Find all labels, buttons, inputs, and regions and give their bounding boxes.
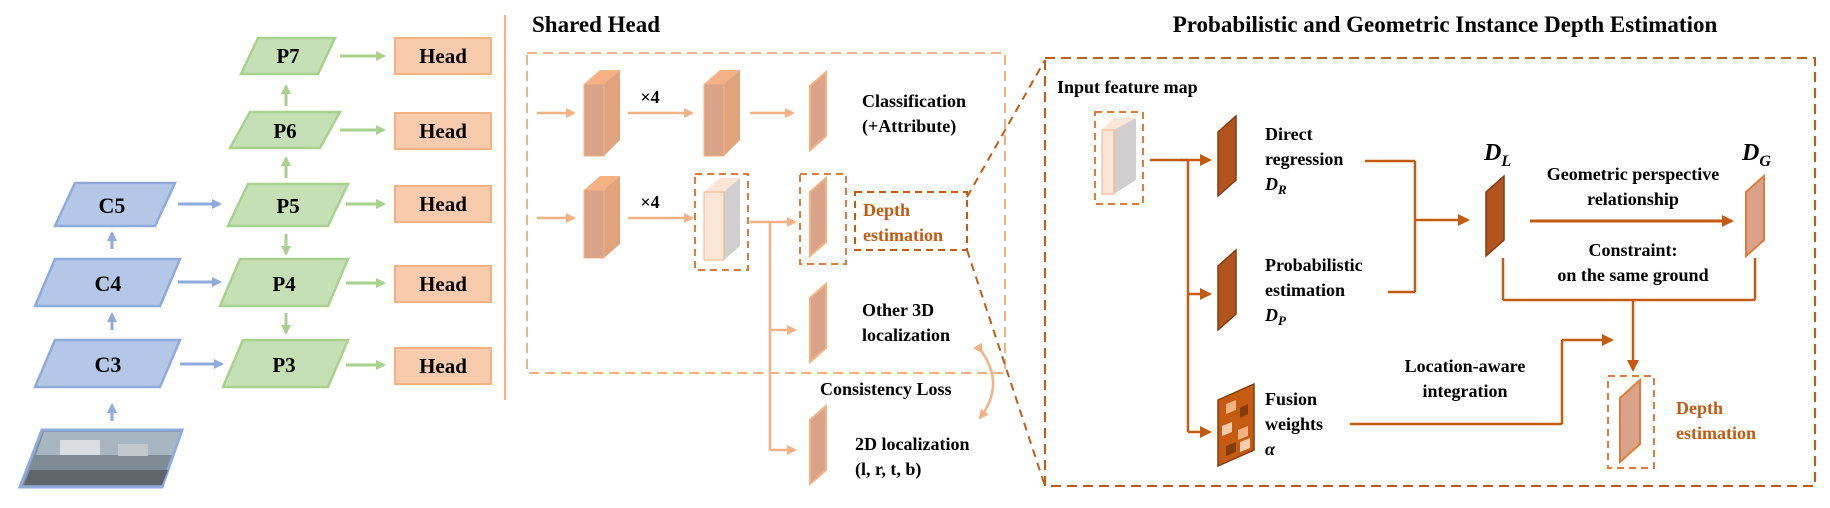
direct-line1: Direct [1265,124,1313,144]
output-depth-map [1619,377,1641,465]
dg-symbol: DG [1741,140,1771,170]
backbone-c5: C5 [53,181,177,228]
reg-feature-dashed-box [694,173,749,271]
p6-label: P6 [273,119,296,143]
feature-map-cls-1 [583,70,620,157]
fusion-line1: Fusion [1265,389,1317,409]
shared-head-title: Shared Head [532,12,660,37]
c4-label: C4 [95,271,122,296]
dp-symbol: DP [1264,305,1287,328]
geo-line1: Geometric perspective [1547,164,1719,184]
pyramid-p3: P3 [221,338,350,389]
fusion-weights-map [1217,382,1255,468]
out-line2: estimation [1676,423,1756,443]
fusion-line2: weights [1265,414,1323,434]
loc-aware-line1: Location-aware [1405,356,1526,376]
depth-out-dashed-box [799,173,847,265]
head-label: Head [419,272,467,296]
head-label: Head [419,44,467,68]
p5-label: P5 [276,194,299,218]
p7-label: P7 [276,44,299,68]
prob-line2: estimation [1265,280,1345,300]
prob-line1: Probabilistic [1265,255,1363,275]
probabilistic-map [1217,248,1237,332]
feature-map-reg-2 [703,178,740,261]
shared-head-section: Shared Head ×4 Classification (+Attribut… [526,12,1006,487]
p4-label: P4 [272,272,296,296]
input-feature-map [1101,118,1136,195]
direct-line2: regression [1265,149,1343,169]
backbone-c3: C3 [33,338,182,389]
dr-symbol: DR [1264,174,1287,197]
feature-map-reg-1 [583,176,620,259]
dl-symbol: DL [1483,140,1511,170]
constraint-line1: Constraint: [1589,240,1678,260]
head-label: Head [419,192,467,216]
constraint-line2: on the same ground [1557,265,1708,285]
input-feature-dashed-box [1094,111,1144,205]
depth-module-dashed-box [1044,57,1816,487]
head-label: Head [419,354,467,378]
pyramid-p6: P6 [227,110,343,150]
p3-label: P3 [272,353,295,377]
dl-map [1485,174,1505,258]
feature-map-other3d [809,281,827,365]
dr-sym: D [1264,174,1278,194]
depth-module-section: Probabilistic and Geometric Instance Dep… [1044,12,1816,487]
input-image-thumbnail [17,428,185,489]
dg-sub: G [1759,153,1771,170]
depth-module-title: Probabilistic and Geometric Instance Dep… [1173,12,1718,37]
pyramid-p5: P5 [226,182,350,228]
head-p6: Head [394,112,492,150]
alpha-symbol: α [1265,439,1276,459]
input-feature-map-label: Input feature map [1057,77,1198,97]
loc2d-line2: (l, r, t, b) [855,459,921,480]
repeat-x4-reg: ×4 [640,192,659,212]
direct-regression-map [1217,114,1237,198]
loc-aware-line2: integration [1423,381,1508,401]
dr-sub: R [1277,182,1287,197]
loc2d-line1: 2D localization [855,434,970,454]
consistency-loss-label: Consistency Loss [820,379,952,399]
attribute-label: (+Attribute) [862,116,956,137]
depth-estimation-line2: estimation [863,225,943,245]
feature-map-cls-out [809,69,827,153]
c5-label: C5 [99,193,126,218]
head-label: Head [419,119,467,143]
dl-sym: D [1483,140,1501,166]
consistency-curve [973,342,995,420]
output-dashed-box [1607,375,1655,469]
repeat-x4-cls: ×4 [640,87,659,107]
classification-label: Classification [862,91,966,111]
c3-label: C3 [95,352,122,377]
other3d-line2: localization [862,325,950,345]
fpn-section: C3 C4 C5 P7 P6 P5 [17,36,492,489]
depth-estimation-line1: Depth [863,200,910,220]
dp-sub: P [1278,313,1287,328]
dg-sym: D [1741,140,1759,166]
backbone-c4: C4 [33,257,182,308]
zoom-connector-top [966,59,1046,198]
dl-sub: L [1500,153,1511,170]
head-p7: Head [394,37,492,75]
pyramid-p7: P7 [239,36,337,76]
feature-map-cls-2 [703,70,740,157]
other3d-line1: Other 3D [862,300,934,320]
pyramid-p4: P4 [218,257,350,308]
head-p3: Head [394,347,492,385]
feature-map-2d-loc [809,403,827,487]
out-line1: Depth [1676,398,1723,418]
feature-map-depth-out [809,175,827,259]
dp-sym: D [1264,305,1278,325]
dg-map [1745,173,1765,259]
geo-line2: relationship [1587,189,1679,209]
head-p5: Head [394,185,492,223]
head-p4: Head [394,265,492,303]
